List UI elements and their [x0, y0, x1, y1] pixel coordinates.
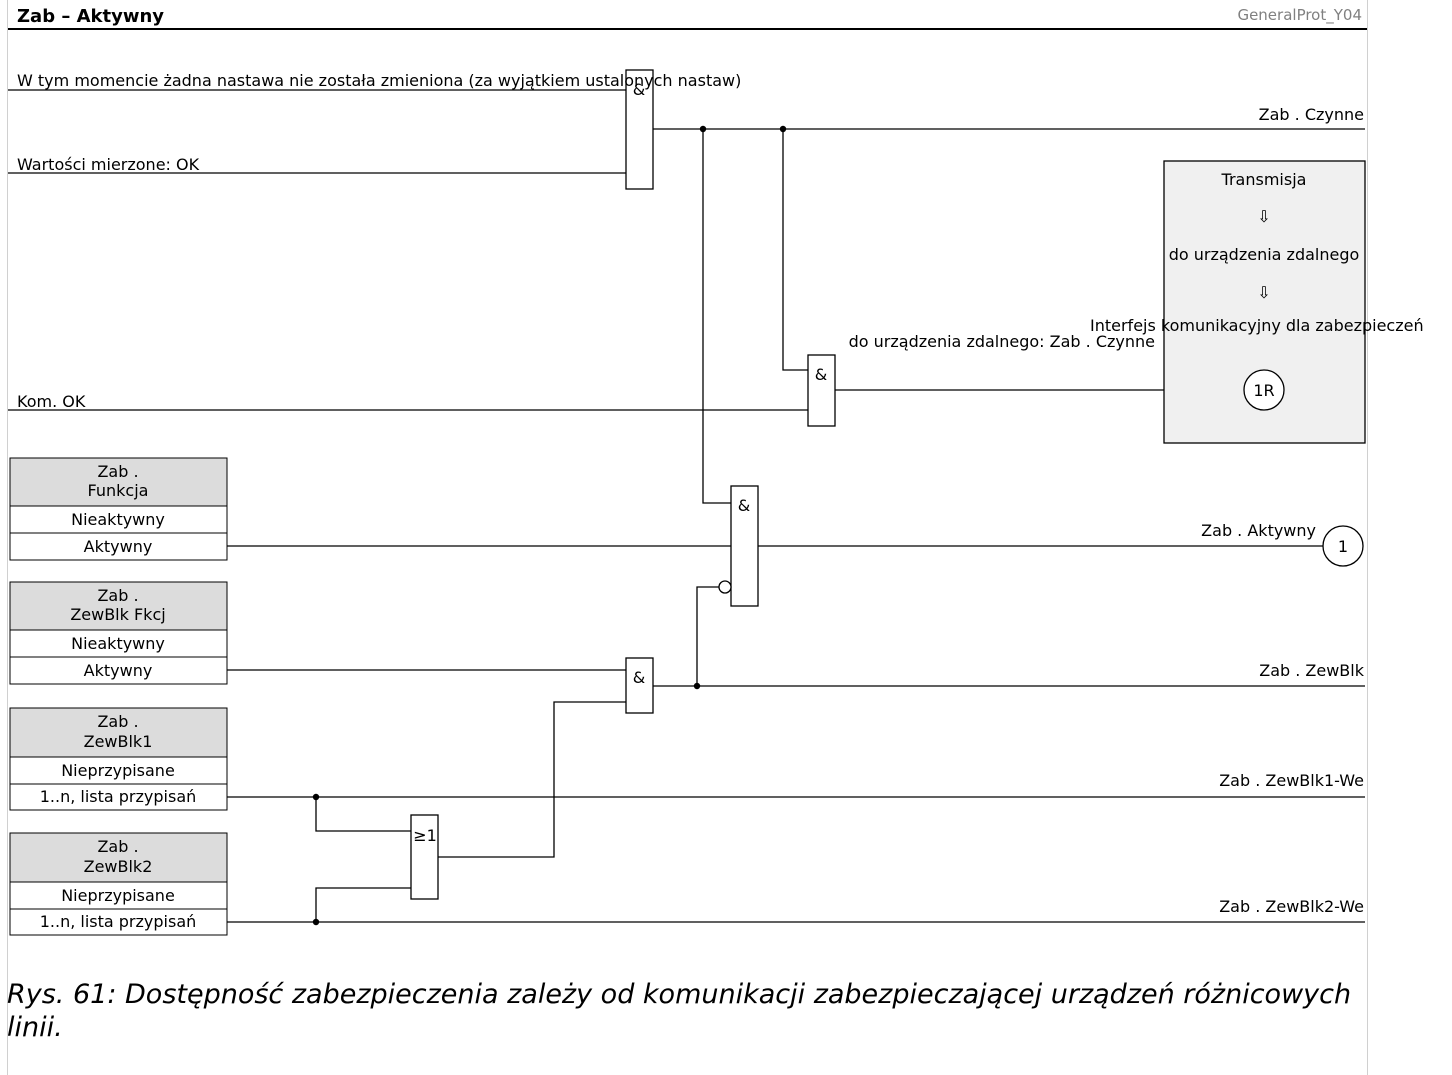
table-header-line1: Zab .: [97, 586, 138, 605]
arrow-down-icon: ⇩: [1257, 283, 1270, 302]
or-to-and-4: [438, 701, 626, 858]
diagram-reference: GeneralProt_Y04: [1237, 6, 1362, 25]
and-gate-2: [807, 354, 836, 427]
branch-to-and-3: [702, 129, 731, 504]
table-option-label: Aktywny: [84, 661, 153, 680]
table-header-line1: Zab .: [97, 837, 138, 856]
table-header-line2: ZewBlk2: [84, 857, 153, 876]
transmission-title: Transmisja: [1221, 170, 1307, 189]
output-label-active-run: Zab . Czynne: [1259, 105, 1364, 124]
or-gate-symbol: ≥1: [413, 826, 437, 845]
table-header: [9, 832, 228, 883]
branch-ext-blk1-to-or: [315, 797, 411, 832]
table-header-line2: Funkcja: [88, 481, 149, 500]
negation-bubble: [718, 580, 732, 594]
table-option: [9, 756, 228, 785]
page-frame-left: [7, 0, 8, 1075]
arrow-down-icon: ⇩: [1257, 207, 1270, 226]
table-option: [9, 908, 228, 936]
table-header-line2: ZewBlk Fkcj: [70, 605, 165, 624]
output-label-active: Zab . Aktywny: [1201, 521, 1316, 540]
table-option: [9, 532, 228, 561]
table-option: [9, 656, 228, 685]
table-option-label: Nieaktywny: [71, 634, 165, 653]
logic-diagram: Zab – Aktywny GeneralProt_Y04 & W tym mo…: [8, 6, 1424, 936]
and-gate-1-symbol: &: [633, 80, 645, 99]
connector-1r-label: 1R: [1253, 381, 1274, 400]
transmission-interface: Interfejs komunikacyjny dla zabezpieczeń: [1090, 316, 1424, 335]
output-label-remote-active: do urządzenia zdalnego: Zab . Czynne: [849, 332, 1155, 351]
branch-ext-blk2-to-or: [315, 887, 411, 922]
transmission-target: do urządzenia zdalnego: [1169, 245, 1360, 264]
output-label-ext-blk1-in: Zab . ZewBlk1-We: [1219, 771, 1364, 790]
or-gate: [410, 814, 439, 900]
and-gate-2-symbol: &: [815, 365, 827, 384]
setting-table-ext-blk2: Zab . ZewBlk2 Nieprzypisane 1..n, lista …: [9, 832, 228, 936]
and-gate-3: [730, 485, 759, 607]
output-label-ext-blk: Zab . ZewBlk: [1259, 661, 1364, 680]
table-option-label: Nieprzypisane: [61, 886, 175, 905]
setting-table-ext-blk-function: Zab . ZewBlk Fkcj Nieaktywny Aktywny: [9, 581, 228, 685]
input-label-no-setting-changed: W tym momencie żadna nastawa nie została…: [17, 71, 741, 90]
connector-1-label: 1: [1338, 537, 1348, 556]
table-option-label: Aktywny: [84, 537, 153, 556]
table-header: [9, 457, 228, 507]
and-gate-4: [625, 657, 654, 714]
table-header-line1: Zab .: [97, 712, 138, 731]
table-option-label: 1..n, lista przypisań: [40, 787, 197, 806]
junction-dot: [693, 682, 701, 690]
table-option: [9, 629, 228, 658]
input-label-comm-ok: Kom. OK: [17, 392, 86, 411]
input-label-measured-ok: Wartości mierzone: OK: [17, 155, 200, 174]
table-option: [9, 505, 228, 534]
table-header-line1: Zab .: [97, 462, 138, 481]
and-gate-1: [625, 69, 654, 190]
table-option-label: 1..n, lista przypisań: [40, 912, 197, 931]
table-option-label: Nieaktywny: [71, 510, 165, 529]
table-header: [9, 581, 228, 631]
and-gate-4-symbol: &: [633, 668, 645, 687]
branch-to-and-2: [782, 129, 808, 371]
table-option-label: Nieprzypisane: [61, 761, 175, 780]
table-header: [9, 707, 228, 758]
branch-ext-blk-to-and-3: [696, 586, 719, 686]
figure-caption: Rys. 61: Dostępność zabezpieczenia zależ…: [7, 979, 1352, 1043]
table-option: [9, 783, 228, 811]
setting-table-ext-blk1: Zab . ZewBlk1 Nieprzypisane 1..n, lista …: [9, 707, 228, 811]
output-label-ext-blk2-in: Zab . ZewBlk2-We: [1219, 897, 1364, 916]
and-gate-3-symbol: &: [738, 496, 750, 515]
table-header-line2: ZewBlk1: [84, 732, 153, 751]
page-frame-right: [1367, 0, 1368, 1075]
connector-1r: [1243, 369, 1285, 411]
connector-1: [1322, 525, 1364, 567]
diagram-title: Zab – Aktywny: [17, 6, 164, 27]
setting-table-function: Zab . Funkcja Nieaktywny Aktywny: [9, 457, 228, 561]
